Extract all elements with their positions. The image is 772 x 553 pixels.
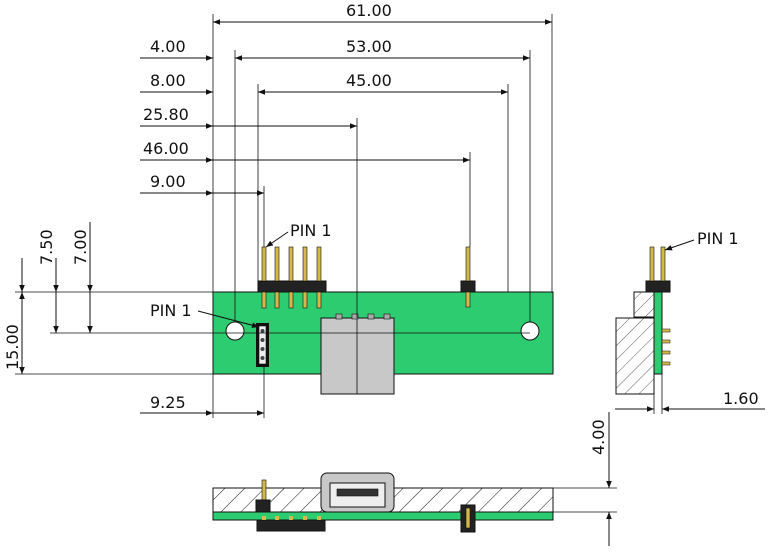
dim-46: 46.00 xyxy=(143,139,189,158)
dim-61: 61.00 xyxy=(346,1,392,20)
dim-25-8: 25.80 xyxy=(143,105,189,124)
small-connector xyxy=(256,323,269,367)
dim-45: 45.00 xyxy=(346,71,392,90)
pin1-callouts: PIN 1 PIN 1 xyxy=(150,221,332,328)
dim-9: 9.00 xyxy=(150,172,186,191)
side-pcb xyxy=(653,291,663,375)
dim-15: 15.00 xyxy=(3,324,22,370)
top-dimensions: 61.00 4.00 53.00 8.00 45.00 25.80 46.00 … xyxy=(140,1,553,322)
side-view: PIN 1 1.60 xyxy=(615,229,765,414)
left-dimensions: 15.00 7.50 7.00 9.25 xyxy=(3,222,530,418)
pin1-label-top: PIN 1 xyxy=(290,221,332,240)
usb-connector xyxy=(320,313,395,395)
bottom-view: 4.00 xyxy=(212,412,617,546)
dim-4-vertical: 4.00 xyxy=(589,419,608,455)
pin-header-5 xyxy=(257,246,327,309)
pin1-label-left: PIN 1 xyxy=(150,301,192,320)
dim-7: 7.00 xyxy=(71,229,90,265)
single-pin-header xyxy=(460,246,476,308)
pin1-label-side: PIN 1 xyxy=(697,229,739,248)
dim-1-6: 1.60 xyxy=(723,389,759,408)
dim-4: 4.00 xyxy=(150,37,186,56)
dim-53: 53.00 xyxy=(346,37,392,56)
mounting-hole-left xyxy=(225,321,245,341)
dim-9-25: 9.25 xyxy=(150,393,186,412)
dim-7-5: 7.50 xyxy=(37,229,56,265)
mounting-hole-right xyxy=(520,321,540,341)
dim-8: 8.00 xyxy=(150,71,186,90)
